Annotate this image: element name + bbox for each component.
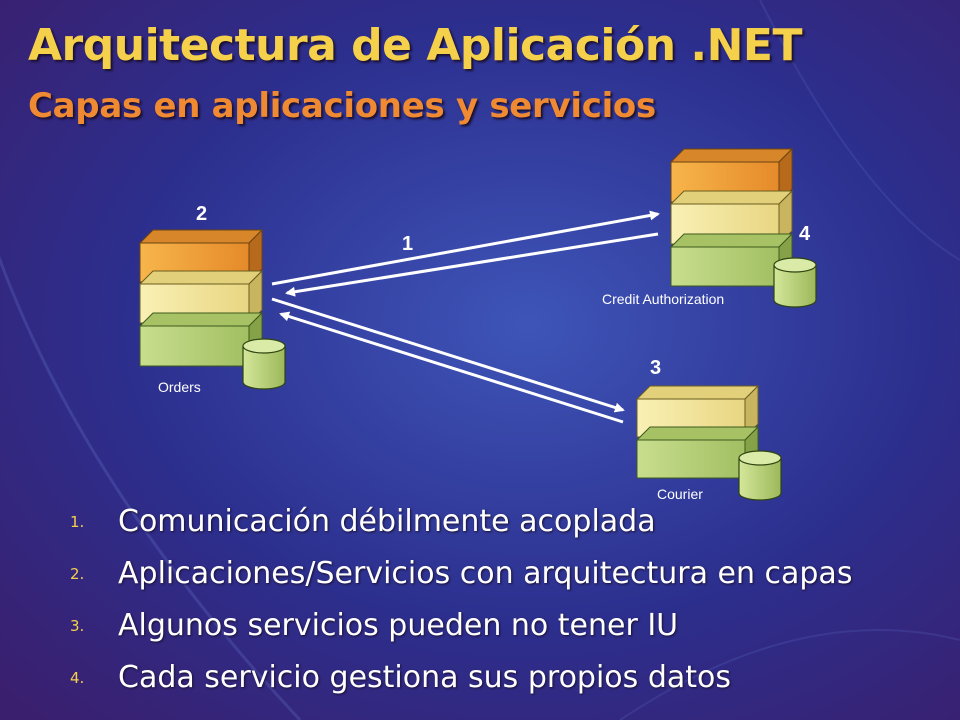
slide-title: Arquitectura de Aplicación .NET [28,20,802,71]
layer-green-box [635,425,760,480]
item-number: 4. [70,669,85,687]
item-text: Cada servicio gestiona sus propios datos [118,660,731,695]
arrow-to-orders [285,232,659,297]
node-number-courier: 3 [650,357,661,379]
item-text: Aplicaciones/Servicios con arquitectura … [118,556,853,591]
slide-subtitle: Capas en aplicaciones y servicios [28,86,656,126]
node-orders: 2 Orders [138,203,286,395]
link-number-1: 1 [402,233,413,255]
link-orders-courier [271,297,625,424]
arrow-to-orders [279,311,624,424]
item-number: 1. [70,513,85,531]
link-orders-credit: 1 [271,210,660,297]
node-label-credit-authorization: Credit Authorization [602,291,724,307]
item-text: Comunicación débilmente acoplada [118,504,656,539]
database-icon [773,257,817,308]
list-item: 2. Aplicaciones/Servicios con arquitectu… [70,552,950,604]
node-label-courier: Courier [657,486,703,502]
arrow-to-courier [271,297,625,413]
node-label-orders: Orders [158,379,201,395]
database-icon [242,338,286,390]
node-number-credit-authorization: 4 [799,223,811,245]
layer-green-box [138,311,264,368]
node-number-orders: 2 [196,203,207,225]
layer-green-box [669,232,794,288]
list-item: 3. Algunos servicios pueden no tener IU [70,604,950,656]
node-courier: 3 Courier [635,357,782,502]
item-number: 3. [70,617,85,635]
node-credit-authorization: 4 Credit Authorization [602,147,817,308]
database-icon [738,450,782,501]
key-points-list: 1. Comunicación débilmente acoplada 2. A… [70,500,950,708]
list-item: 4. Cada servicio gestiona sus propios da… [70,656,950,708]
item-number: 2. [70,565,85,583]
item-text: Algunos servicios pueden no tener IU [118,608,679,643]
list-item: 1. Comunicación débilmente acoplada [70,500,950,552]
arrow-to-credit [271,210,660,286]
